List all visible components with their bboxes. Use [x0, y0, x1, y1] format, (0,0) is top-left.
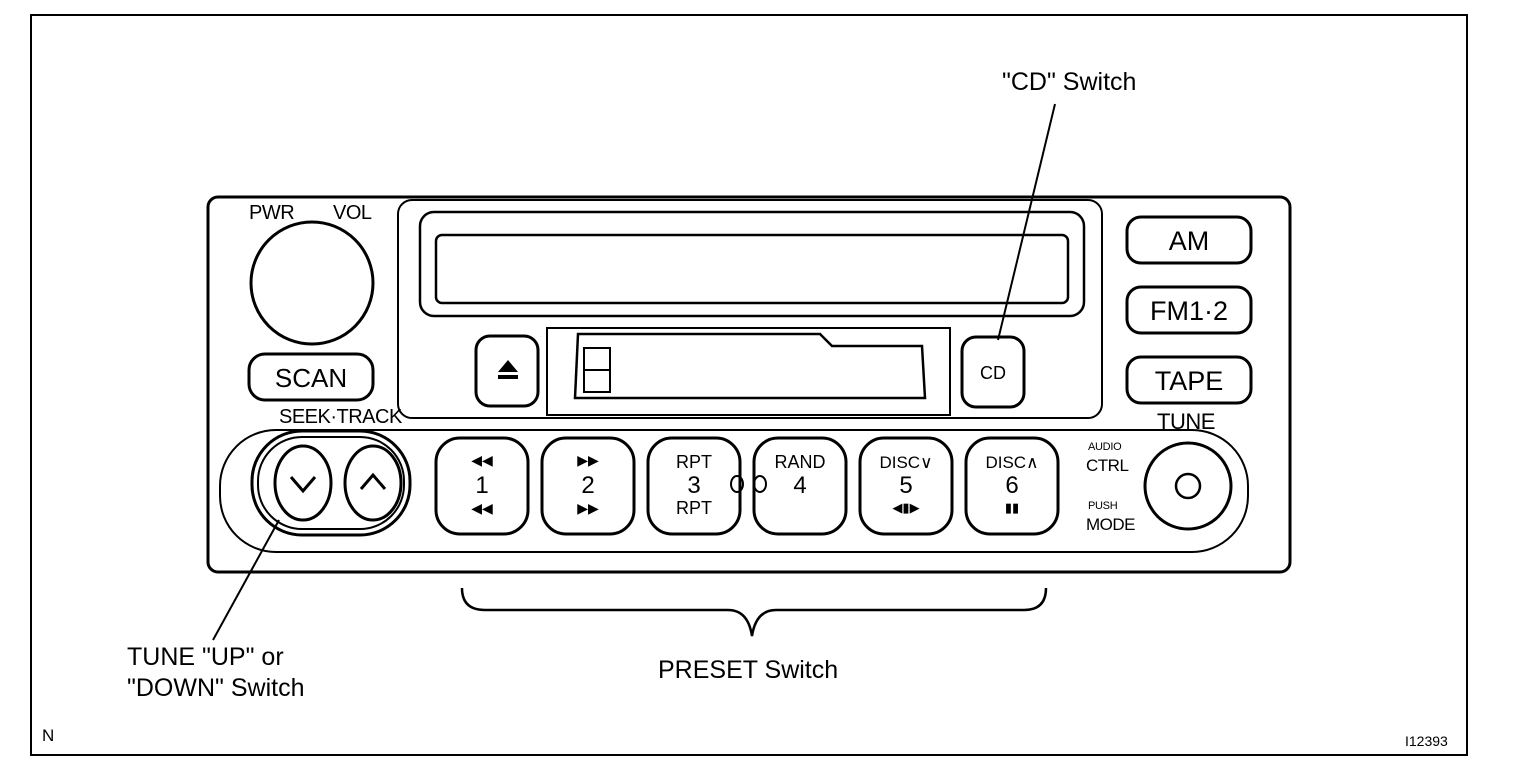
preset-5-number: 5	[899, 472, 913, 499]
preset-3-bottom: RPT	[676, 498, 712, 518]
seek-track-label: SEEK·TRACK	[279, 406, 402, 428]
tune-switch-callout-line1: TUNE "UP" or	[127, 643, 284, 671]
cd-button[interactable]	[960, 335, 1026, 409]
power-volume-knob[interactable]	[249, 220, 375, 346]
preset-button-6[interactable]	[964, 436, 1060, 536]
eject-icon	[498, 360, 518, 372]
preset-button-2[interactable]	[540, 436, 636, 536]
preset-1-bottom: ◀◀	[471, 500, 493, 516]
preset-3-top: RPT	[676, 452, 712, 472]
tune-knob[interactable]	[1143, 441, 1233, 531]
tape-slot	[573, 332, 927, 400]
tune-switch-callout-line2: "DOWN" Switch	[127, 674, 305, 702]
tune-leader-line	[212, 519, 280, 641]
preset-button-5[interactable]	[858, 436, 954, 536]
cd-button-label: CD	[980, 363, 1006, 383]
figure-code: I12393	[1405, 733, 1448, 749]
corner-label-left: N	[42, 726, 55, 745]
audio-label: AUDIO	[1088, 441, 1122, 453]
radio-unit-body	[206, 195, 1292, 574]
scan-button[interactable]	[247, 352, 375, 402]
preset-button-1[interactable]	[434, 436, 530, 536]
tune-knob-center	[1174, 472, 1202, 500]
seek-track-group	[250, 429, 412, 537]
cd-switch-callout: "CD" Switch	[1002, 68, 1137, 96]
tune-label: TUNE	[1157, 409, 1215, 434]
preset-4-top: RAND	[774, 452, 826, 472]
push-label: PUSH	[1088, 500, 1118, 512]
vol-label: VOL	[333, 202, 372, 224]
tape-button-label: TAPE	[1154, 366, 1224, 396]
display-bezel	[397, 199, 1103, 419]
preset-2-bottom: ▶▶	[577, 500, 599, 516]
preset-1-top: ◀◀	[471, 452, 493, 468]
preset-3-number: 3	[687, 472, 701, 499]
figure-frame	[30, 14, 1468, 756]
fm-button-label: FM1·2	[1149, 296, 1229, 326]
preset-5-top: DISC∨	[879, 453, 933, 472]
preset-1-number: 1	[475, 472, 489, 499]
cd-leader-line	[997, 103, 1056, 341]
preset-brace	[460, 587, 1048, 637]
preset-switch-callout: PRESET Switch	[658, 656, 839, 684]
preset-2-top: ▶▶	[577, 452, 599, 468]
seek-down-button[interactable]	[273, 444, 333, 522]
chevron-down-icon	[289, 476, 317, 494]
am-button-label: AM	[1168, 226, 1210, 256]
display-window	[434, 233, 1070, 305]
seek-up-button[interactable]	[343, 444, 403, 522]
am-button[interactable]	[1125, 215, 1253, 265]
preset-6-bottom: ▮▮	[1004, 500, 1020, 515]
indicator-lamp-left	[730, 475, 744, 493]
preset-6-number: 6	[1005, 472, 1019, 499]
preset-button-3[interactable]	[646, 436, 742, 536]
tape-slot-frame	[546, 327, 951, 416]
indicator-lamp-right	[753, 475, 767, 493]
fm-button[interactable]	[1125, 285, 1253, 335]
tape-button[interactable]	[1125, 355, 1253, 405]
ctrl-label: CTRL	[1086, 456, 1129, 475]
eject-button[interactable]	[474, 334, 540, 408]
pwr-label: PWR	[249, 202, 295, 224]
control-strip	[219, 429, 1249, 553]
preset-2-number: 2	[581, 472, 595, 499]
chevron-up-icon	[359, 472, 387, 490]
preset-6-top: DISC∧	[985, 453, 1039, 472]
scan-button-label: SCAN	[274, 363, 348, 393]
display-outer	[418, 210, 1086, 318]
tape-indicator-bottom	[583, 369, 611, 393]
mode-label: MODE	[1086, 515, 1136, 534]
preset-5-bottom: ◀▮▶	[892, 500, 920, 515]
preset-4-number: 4	[793, 472, 807, 499]
